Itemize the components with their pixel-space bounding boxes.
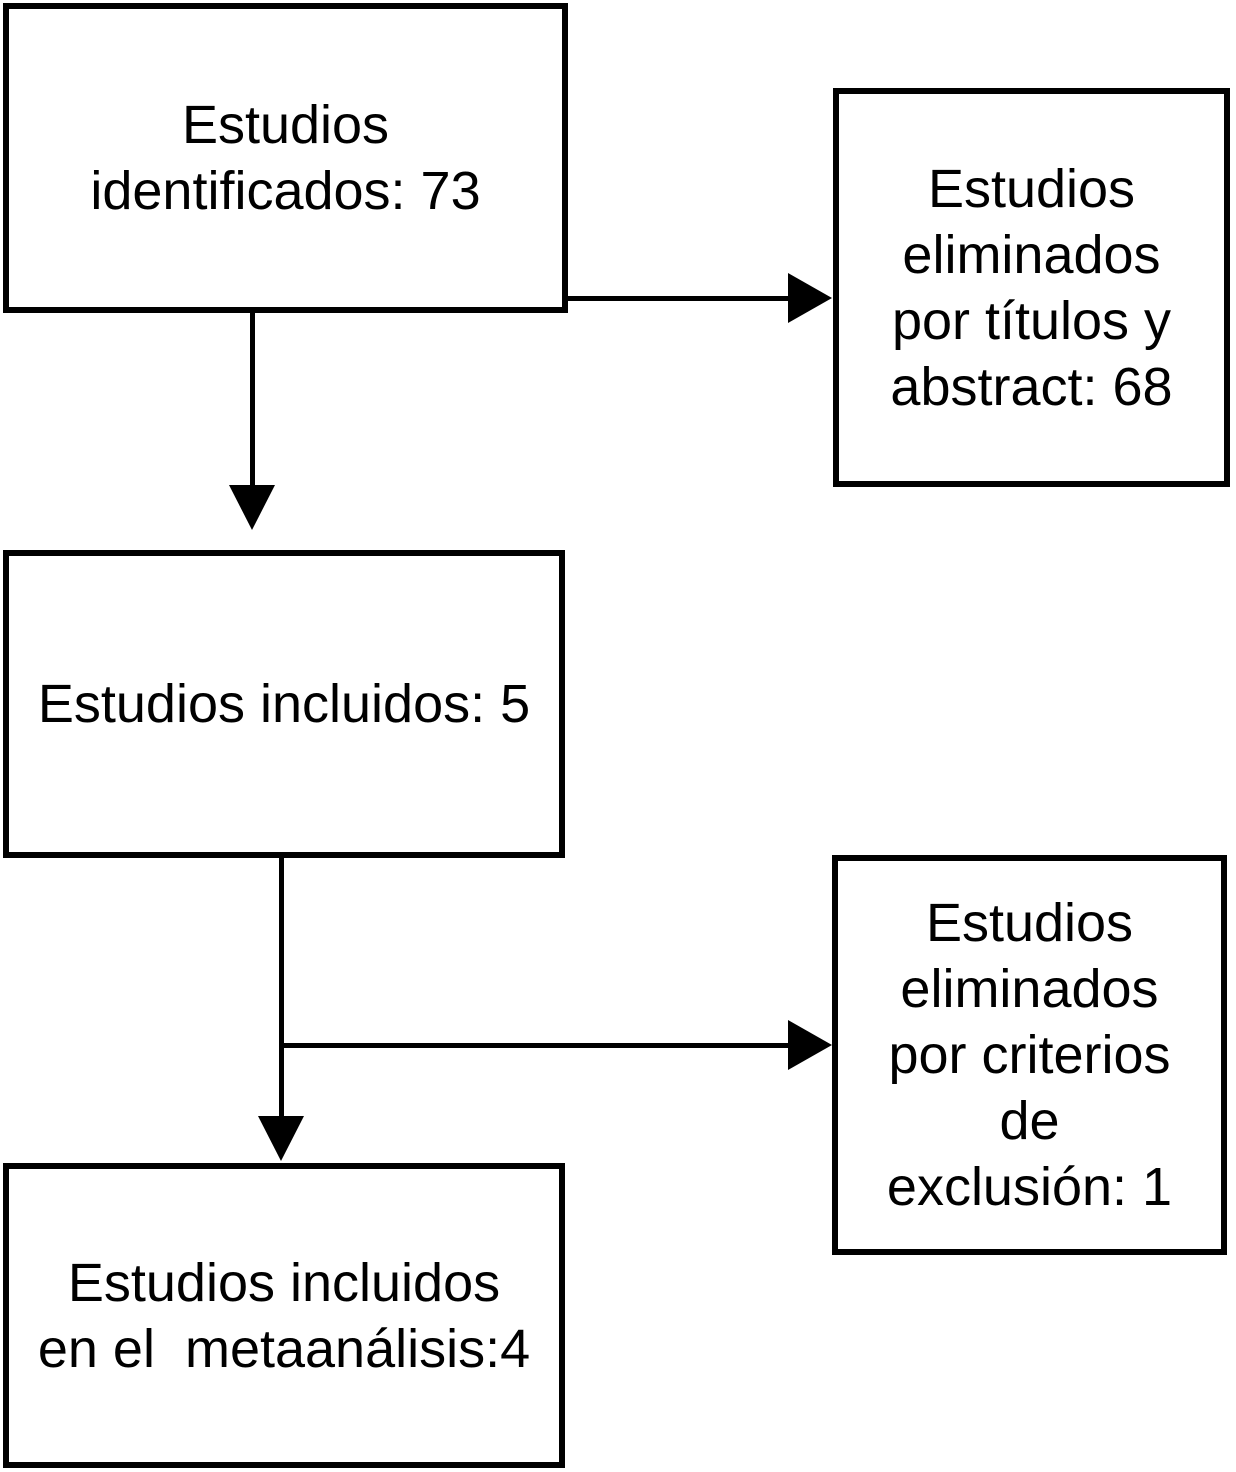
node-text-line: Estudios incluidos — [67, 1252, 501, 1313]
node-text-line: Estudios — [927, 158, 1136, 219]
node-estudios-incluidos: Estudios incluidos: 5 — [3, 550, 565, 858]
node-text-line: eliminados — [900, 959, 1159, 1019]
arrow-identificados-to-incluidos-line — [250, 313, 255, 485]
arrow-down-icon — [229, 485, 275, 530]
arrow-right-icon — [788, 1020, 832, 1070]
node-text-line: en el metaanálisis:4 — [37, 1318, 531, 1379]
arrow-incluidos-to-eliminados-criterios-line — [281, 1043, 788, 1048]
node-estudios-incluidos-metaanalisis: Estudios incluidos en el metaanálisis:4 — [3, 1163, 565, 1468]
node-estudios-eliminados-criterios: Estudios eliminados por criterios de exc… — [832, 855, 1227, 1255]
node-text-line: Estudios — [181, 95, 390, 155]
node-estudios-identificados: Estudios identificados: 73 — [3, 3, 568, 313]
node-text-line: eliminados — [902, 224, 1161, 285]
node-text-line: por criterios — [888, 1025, 1171, 1085]
node-text-line: identificados: 73 — [90, 161, 481, 221]
node-text-line: Estudios incluidos: 5 — [37, 674, 531, 734]
node-text-line: de — [999, 1091, 1060, 1151]
arrow-identificados-to-eliminados-abstract-line — [568, 296, 788, 301]
arrow-down-icon — [258, 1116, 304, 1161]
node-text-line: exclusión: 1 — [886, 1157, 1173, 1217]
node-estudios-eliminados-abstract: Estudios eliminados por títulos y abstra… — [833, 88, 1230, 487]
arrow-right-icon — [788, 273, 832, 323]
node-text-line: por títulos y — [891, 290, 1172, 351]
arrow-incluidos-to-metaanalisis-line — [279, 855, 284, 1116]
node-text-line: abstract: 68 — [890, 356, 1173, 417]
node-text-line: Estudios — [925, 893, 1134, 953]
